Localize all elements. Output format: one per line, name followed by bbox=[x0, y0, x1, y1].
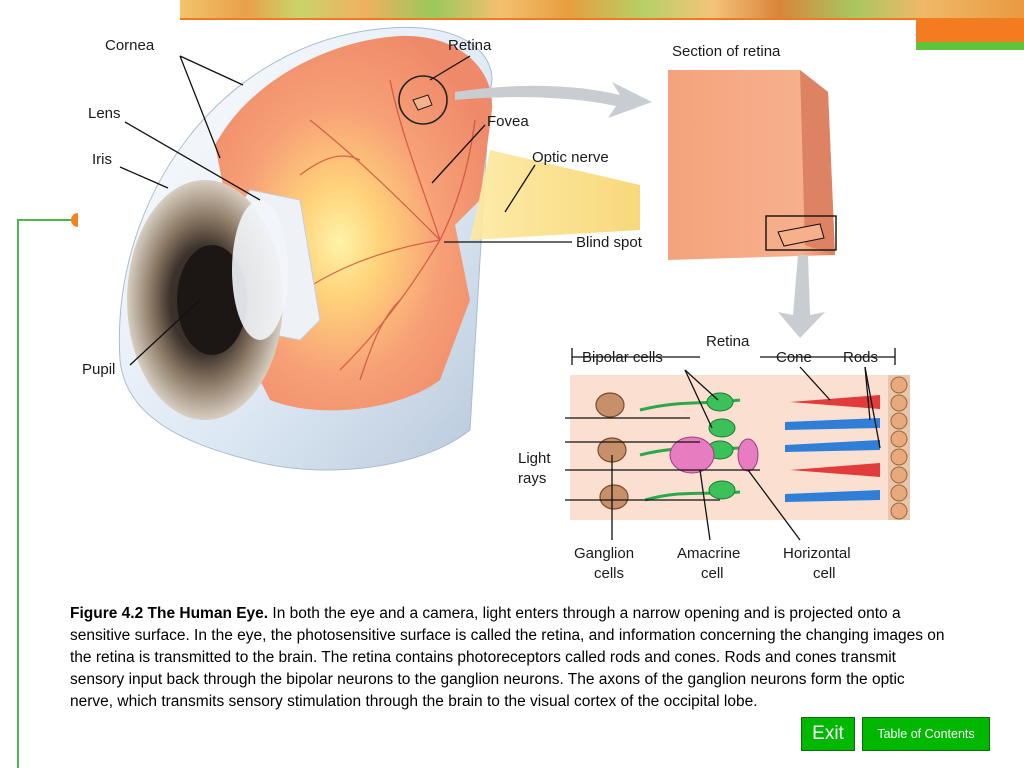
eyeball-illustration bbox=[118, 26, 640, 471]
label-retina: Retina bbox=[448, 37, 492, 54]
label-amacrine: Amacrine bbox=[677, 545, 740, 562]
label-bipolar-cells: Bipolar cells bbox=[582, 349, 663, 366]
retina-section-illustration bbox=[668, 70, 837, 260]
label-lens: Lens bbox=[88, 105, 121, 122]
left-accent-line-horizontal bbox=[17, 219, 75, 221]
corner-green-block bbox=[916, 42, 1024, 50]
zoom-arrow-to-detail bbox=[778, 255, 825, 338]
zoom-arrow-to-section bbox=[455, 82, 652, 118]
corner-orange-block bbox=[916, 18, 1024, 42]
label-amacrine-cell: cell bbox=[701, 565, 724, 582]
label-fovea: Fovea bbox=[487, 113, 529, 130]
label-ganglion: Ganglion bbox=[574, 545, 634, 562]
label-rays: rays bbox=[518, 470, 546, 487]
label-rods: Rods bbox=[843, 349, 878, 366]
decorative-banner bbox=[180, 0, 1024, 18]
label-retina-detail: Retina bbox=[706, 333, 750, 350]
label-horizontal: Horizontal bbox=[783, 545, 851, 562]
label-horizontal-cell: cell bbox=[813, 565, 836, 582]
figure-caption: Figure 4.2 The Human Eye. In both the ey… bbox=[70, 603, 950, 713]
banner-underline bbox=[180, 18, 1024, 20]
exit-button[interactable]: Exit bbox=[801, 717, 855, 751]
label-blind-spot: Blind spot bbox=[576, 234, 643, 251]
left-accent-dot bbox=[71, 213, 85, 227]
label-section-of-retina: Section of retina bbox=[672, 43, 781, 60]
label-ganglion-cells: cells bbox=[594, 565, 624, 582]
label-cone: Cone bbox=[776, 349, 812, 366]
label-iris: Iris bbox=[92, 151, 112, 168]
label-pupil: Pupil bbox=[82, 361, 115, 378]
label-optic-nerve: Optic nerve bbox=[532, 149, 609, 166]
left-accent-line-vertical bbox=[17, 220, 19, 768]
figure-caption-text: In both the eye and a camera, light ente… bbox=[70, 605, 945, 710]
retina-detail-illustration bbox=[565, 348, 910, 520]
label-light: Light bbox=[518, 450, 551, 467]
table-of-contents-button[interactable]: Table of Contents bbox=[862, 717, 990, 751]
retina-zoom-circle bbox=[398, 75, 448, 125]
figure-title: Figure 4.2 The Human Eye. bbox=[70, 605, 269, 622]
label-cornea: Cornea bbox=[105, 37, 155, 54]
eye-diagram: Cornea Lens Iris Pupil Retina Fovea Opti… bbox=[82, 26, 910, 582]
